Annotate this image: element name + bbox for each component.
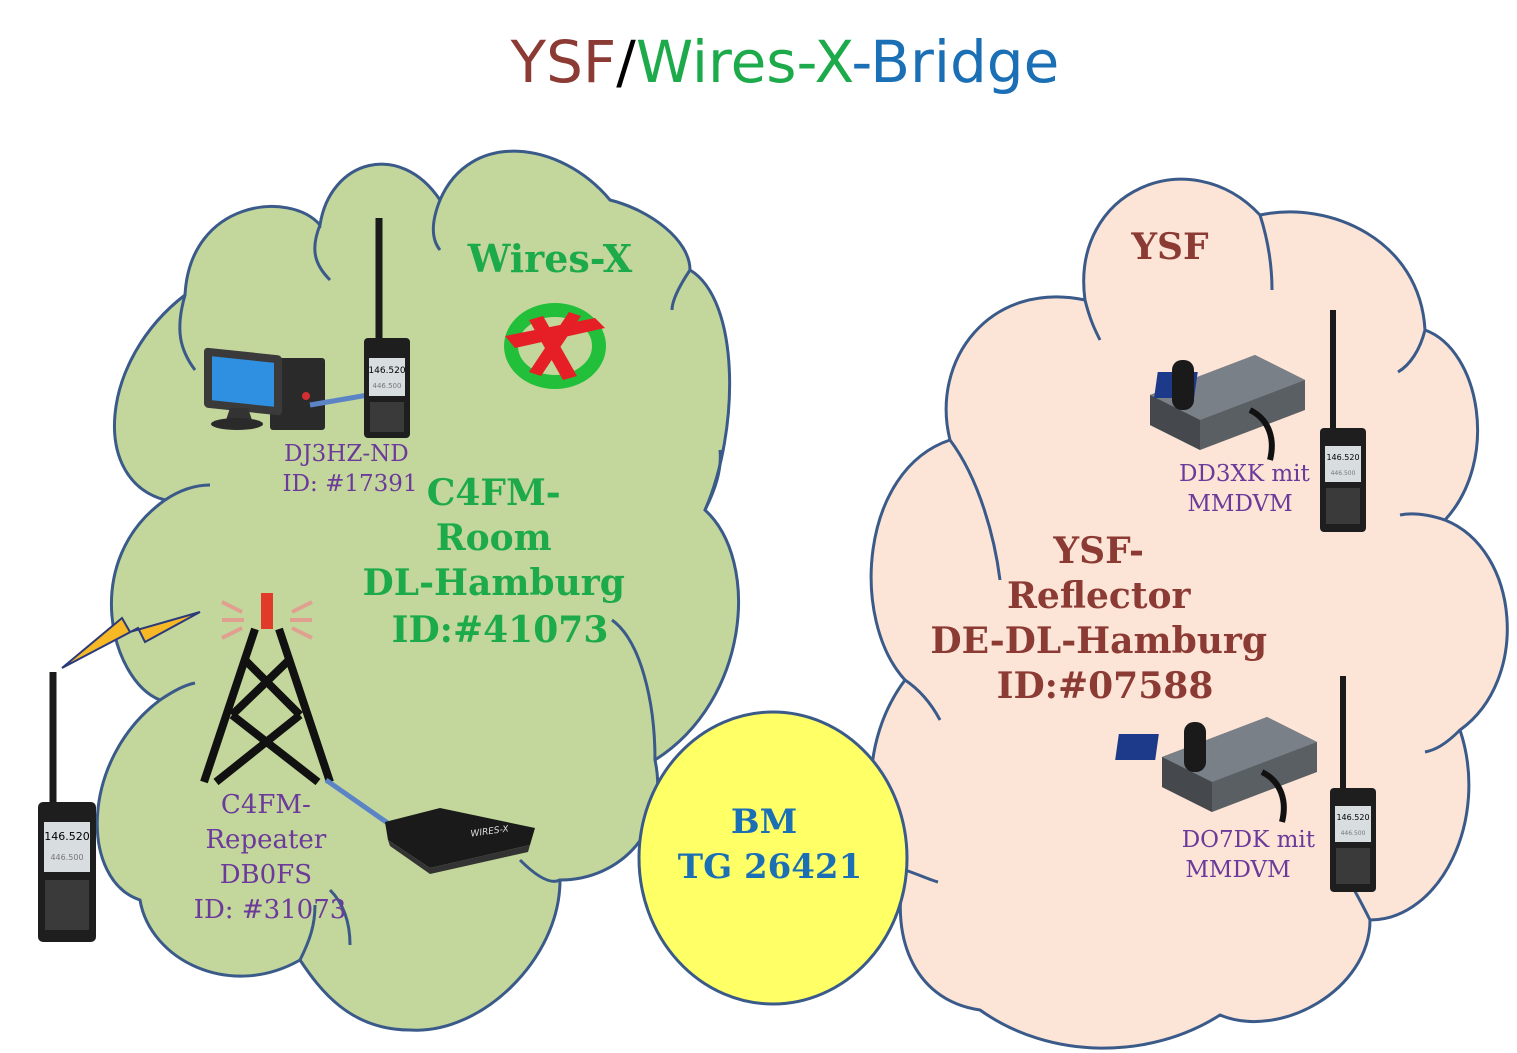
bm-line-2: TG 26421 [678, 847, 862, 887]
reflector-line-1: YSF- [1052, 530, 1144, 572]
mmdvm-hotspot-1-icon [1150, 355, 1305, 461]
wiresx-interface-icon: WIRES-X [385, 808, 535, 874]
svg-text:446.500: 446.500 [373, 382, 402, 390]
radio-handheld-icon: 146.520 446.500 [38, 672, 96, 942]
node-label: DJ3HZ-ND ID: #17391 [282, 441, 417, 497]
cloud-arc [948, 439, 1002, 581]
cloud-arc [1397, 329, 1427, 374]
cloud-arc [298, 904, 317, 961]
cloud-arc [1399, 512, 1446, 522]
reflector-line-4: ID:#07588 [997, 665, 1214, 707]
room-line-3: DL-Hamburg [363, 562, 625, 604]
title-ysf: YSF [510, 28, 617, 96]
cloud-arc [164, 483, 211, 502]
reflector-label: YSF- Reflector DE-DL-Hamburg ID:#07588 [930, 530, 1279, 707]
wiresx-heading: Wires-X [467, 236, 633, 281]
hotspot2-line-2: MMDVM [1185, 857, 1290, 883]
hotspot1-line-2: MMDVM [1187, 491, 1292, 517]
reflector-line-2: Reflector [1007, 575, 1191, 617]
cloud-arc [1258, 214, 1274, 291]
svg-text:446.500: 446.500 [1341, 830, 1366, 837]
radio-node-icon: 146.520 446.500 [364, 218, 410, 438]
room-line-4: ID:#41073 [392, 609, 609, 651]
cloud-arc [178, 294, 197, 371]
cloud-arc [703, 449, 722, 511]
lightning-icon [61, 611, 201, 669]
cloud-arc [313, 224, 332, 282]
repeater-line-3: DB0FS [220, 860, 312, 890]
cloud-arc [670, 269, 692, 311]
svg-text:146.520: 146.520 [1326, 453, 1359, 462]
repeater-line-4: ID: #31073 [194, 895, 347, 925]
repeater-line-1: C4FM- [221, 790, 311, 820]
cloud-arc [159, 681, 196, 702]
title-bridge: -Bridge [851, 28, 1059, 96]
cable-pc-radio [309, 392, 369, 408]
cloud-arc [518, 858, 561, 883]
svg-text:146.520: 146.520 [1336, 813, 1369, 822]
repeater-tower-icon [200, 593, 334, 786]
bm-circle [637, 710, 909, 1006]
page-title: YSF/Wires-X-Bridge [510, 28, 1060, 96]
node-line-1: DJ3HZ-ND [284, 441, 409, 467]
radio-hotspot-1-icon: 146.520 446.500 [1320, 310, 1366, 532]
svg-text:446.500: 446.500 [1331, 470, 1356, 477]
room-line-2: Room [436, 517, 552, 559]
room-line-1: C4FM- [427, 472, 561, 514]
svg-text:446.500: 446.500 [50, 853, 83, 862]
cable-tower-interface [324, 777, 394, 829]
cloud-arc [904, 678, 942, 721]
ysf-heading: YSF [1130, 226, 1209, 268]
title-wiresx: Wires-X [636, 28, 853, 96]
cloud-arc [1083, 299, 1102, 341]
repeater-line-2: Repeater [205, 825, 326, 855]
cloud-arc [328, 888, 352, 946]
hotspot2-line-1: DO7DK mit [1182, 827, 1316, 853]
cloud-arc [904, 868, 939, 884]
title-slash: / [616, 28, 636, 96]
wiresx-logo-icon [504, 303, 606, 389]
reflector-line-3: DE-DL-Hamburg [930, 620, 1267, 662]
cloud-arc [1424, 728, 1462, 754]
room-label: C4FM- Room DL-Hamburg ID:#41073 [363, 472, 638, 651]
svg-text:146.520: 146.520 [368, 366, 405, 376]
cloud-arc [431, 199, 442, 251]
mmdvm-hotspot-2-icon [1115, 717, 1317, 823]
computer-icon [204, 347, 325, 430]
hotspot1-line-1: DD3XK mit [1179, 461, 1311, 487]
hotspot2-label: DO7DK mit MMDVM [1182, 827, 1323, 883]
hotspot1-label: DD3XK mit MMDVM [1179, 461, 1317, 517]
cloud-arc [611, 618, 657, 761]
radio-hotspot-2-icon: 146.520 446.500 [1330, 676, 1376, 892]
node-line-2: ID: #17391 [282, 471, 417, 497]
bm-line-1: BM [731, 802, 797, 842]
repeater-label: C4FM- Repeater DB0FS ID: #31073 [194, 790, 347, 925]
svg-text:146.520: 146.520 [44, 830, 90, 843]
bm-label: BM TG 26421 [678, 802, 862, 887]
